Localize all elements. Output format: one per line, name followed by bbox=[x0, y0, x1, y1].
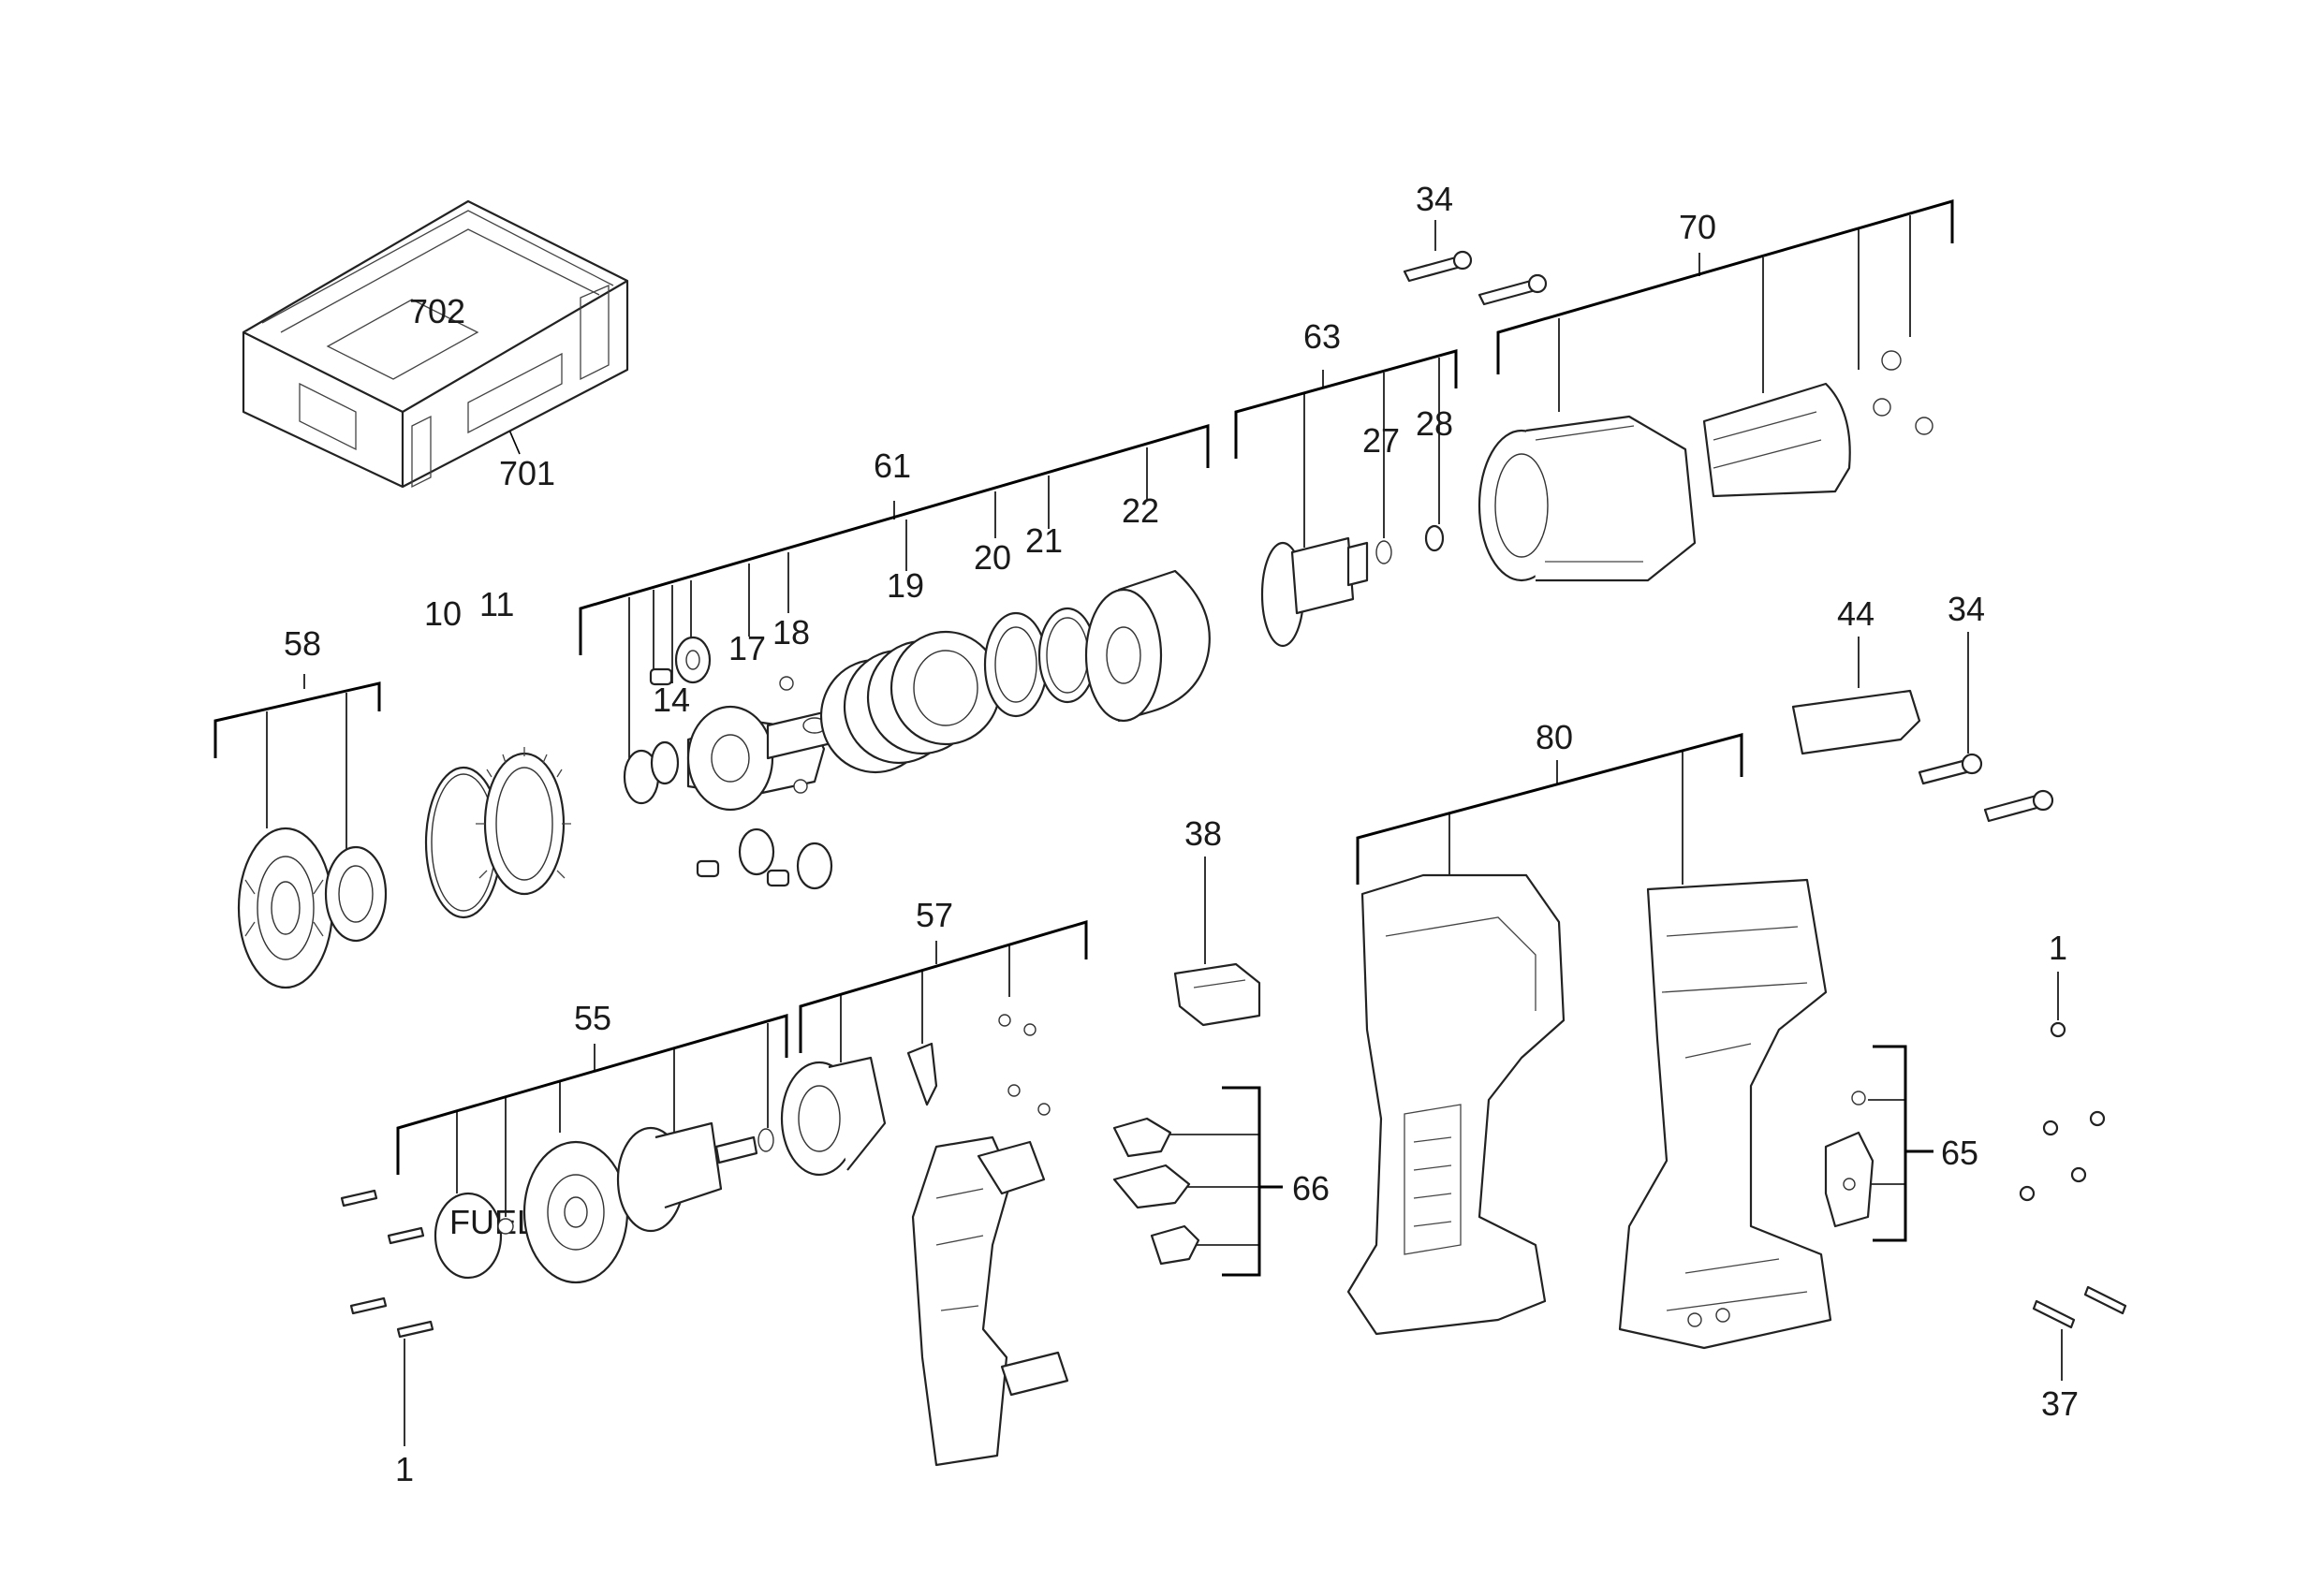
electronics-assembly bbox=[906, 1014, 1069, 1467]
callout-61: 61 bbox=[874, 447, 911, 485]
callout-34-top: 34 bbox=[1416, 180, 1453, 218]
gear-housing-plate bbox=[237, 827, 334, 989]
screws-top bbox=[1403, 250, 1548, 306]
callout-labels: 702 701 34 70 63 27 28 61 22 20 21 19 17… bbox=[284, 180, 2079, 1488]
left-screws bbox=[340, 1189, 434, 1339]
callout-65: 65 bbox=[1941, 1134, 1978, 1172]
stator bbox=[780, 1056, 887, 1177]
callout-70: 70 bbox=[1679, 208, 1716, 246]
callout-702: 702 bbox=[409, 292, 465, 330]
rotor bbox=[616, 1121, 774, 1233]
callout-1-right: 1 bbox=[2049, 929, 2067, 967]
spindle-assembly bbox=[623, 636, 849, 890]
front-housing bbox=[1478, 415, 1697, 582]
washer bbox=[983, 611, 1049, 718]
bracket-lines bbox=[213, 199, 2063, 1446]
light-ring-assembly bbox=[1702, 350, 1933, 498]
o-ring bbox=[424, 766, 503, 919]
callout-10: 10 bbox=[424, 594, 462, 633]
callout-34-right: 34 bbox=[1948, 590, 1985, 628]
screws-right bbox=[1918, 753, 2054, 823]
badge-label: FUEL bbox=[449, 1203, 536, 1241]
callout-19: 19 bbox=[887, 566, 924, 605]
callout-22: 22 bbox=[1122, 491, 1159, 530]
callout-701: 701 bbox=[499, 454, 555, 492]
callout-27: 27 bbox=[1362, 421, 1400, 460]
callout-1-left: 1 bbox=[395, 1450, 414, 1488]
callout-66: 66 bbox=[1292, 1169, 1330, 1208]
callout-21: 21 bbox=[1025, 521, 1063, 560]
callout-17: 17 bbox=[728, 629, 766, 667]
callout-44: 44 bbox=[1837, 594, 1875, 633]
fuel-badge: FUEL bbox=[434, 1192, 536, 1280]
hammer bbox=[1084, 569, 1211, 723]
callout-37: 37 bbox=[2041, 1384, 2079, 1423]
housing-screws bbox=[2019, 1021, 2127, 1329]
callout-57: 57 bbox=[916, 896, 953, 934]
left-housing-half bbox=[1346, 873, 1566, 1336]
motor-end-cap bbox=[497, 1140, 629, 1284]
belt-clip-slider bbox=[1173, 962, 1261, 1027]
direction-switch-parts bbox=[1112, 1117, 1200, 1266]
bit-holder bbox=[1824, 1091, 1875, 1228]
callout-58: 58 bbox=[284, 624, 321, 663]
ring-gear bbox=[476, 747, 571, 896]
ball-ring bbox=[1037, 607, 1097, 704]
callout-11: 11 bbox=[479, 585, 514, 623]
hammer-spring bbox=[819, 630, 1002, 774]
callout-20: 20 bbox=[974, 538, 1011, 577]
callout-38: 38 bbox=[1184, 814, 1222, 853]
anvil bbox=[1260, 524, 1445, 648]
right-housing-half bbox=[1618, 878, 1832, 1350]
bearing bbox=[324, 845, 388, 943]
carry-case bbox=[242, 199, 629, 489]
callout-18: 18 bbox=[772, 613, 810, 652]
callout-14: 14 bbox=[653, 681, 690, 719]
callout-80: 80 bbox=[1536, 718, 1573, 756]
callout-55: 55 bbox=[574, 999, 611, 1037]
label-sticker bbox=[1791, 689, 1921, 755]
callout-63: 63 bbox=[1303, 317, 1341, 356]
callout-28: 28 bbox=[1416, 404, 1453, 443]
